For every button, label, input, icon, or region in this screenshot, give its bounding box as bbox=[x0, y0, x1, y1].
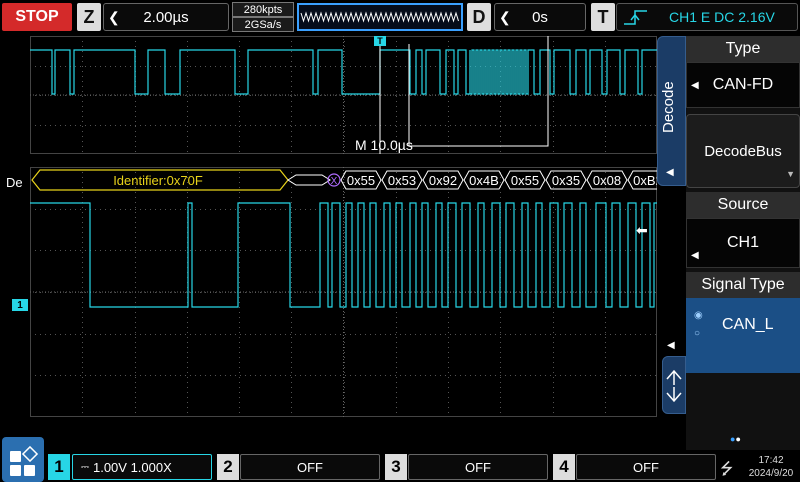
graticule bbox=[30, 36, 658, 155]
scroll-up-down-button[interactable] bbox=[662, 356, 686, 414]
type-title: Type bbox=[686, 36, 800, 62]
radio-selected-icon: ◉ bbox=[694, 310, 703, 321]
memory-overview-bar[interactable] bbox=[297, 3, 463, 31]
zoom-waveform-window[interactable]: Identifier:0x70F X 0x55 0x53 0x92 0x4B 0x55 0x3… bbox=[30, 167, 675, 418]
timebase-value: 2.00µs bbox=[143, 8, 189, 26]
decode-bus-dropdown-icon: ▼ bbox=[786, 169, 795, 179]
ch1-button[interactable]: 1 bbox=[48, 454, 70, 480]
decode-menu-tab[interactable]: Decode ◀ bbox=[657, 36, 686, 186]
cursor-arrow-icon: ⬅ bbox=[636, 222, 648, 238]
decode-byte-frame: 0x92 bbox=[422, 170, 464, 190]
signal-type-title: Signal Type bbox=[686, 272, 800, 298]
signal-type-selector[interactable]: ◉ ○ CAN_L bbox=[686, 298, 800, 373]
decode-bus-label: DecodeBus bbox=[704, 142, 782, 160]
svg-text:0x53: 0x53 bbox=[388, 173, 416, 188]
source-left-arrow-icon: ◀ bbox=[691, 250, 699, 261]
decode-byte-frame: 0x35 bbox=[545, 170, 587, 190]
home-menu-button[interactable] bbox=[2, 437, 44, 482]
ch2-button[interactable]: 2 bbox=[217, 454, 239, 480]
svg-text:X: X bbox=[331, 176, 338, 187]
decode-identifier-frame: Identifier:0x70F bbox=[31, 169, 289, 191]
rising-edge-icon bbox=[624, 10, 647, 25]
usb-icon: ⭍ bbox=[720, 461, 734, 478]
page-indicator: ●● bbox=[730, 434, 741, 444]
acquisition-info: 280kpts 2GSa/s bbox=[232, 2, 294, 32]
graticule bbox=[30, 167, 658, 418]
svg-text:0x92: 0x92 bbox=[429, 173, 457, 188]
home-grid-icon bbox=[10, 445, 39, 476]
delay-display[interactable]: ❮ 0s bbox=[494, 3, 586, 31]
svg-text:0x55: 0x55 bbox=[511, 173, 539, 188]
sample-rate: 2GSa/s bbox=[232, 17, 294, 32]
decode-menu-panel: Type ◀ CAN-FD DecodeBus ▼ Source ◀ CH1 S… bbox=[686, 36, 800, 450]
decode-byte-frame: 0x55 bbox=[340, 170, 382, 190]
clock-date: 2024/9/20 bbox=[748, 468, 794, 479]
source-selector[interactable]: ◀ CH1 bbox=[686, 218, 800, 268]
clock-time: 17:42 bbox=[758, 455, 784, 466]
ch1-main-trace bbox=[30, 49, 657, 95]
decode-byte-frame: 0xB2 bbox=[627, 170, 669, 190]
ch1-setting-value: 1.00V 1.000X bbox=[92, 459, 172, 475]
ch4-setting[interactable]: OFF bbox=[576, 454, 716, 480]
source-title: Source bbox=[686, 192, 800, 218]
zoom-waveform-graph: Identifier:0x70F X 0x55 0x53 0x92 0x4B 0x55 0x3… bbox=[30, 167, 675, 418]
source-value: CH1 bbox=[726, 234, 759, 251]
decode-tab-label: Decode bbox=[660, 81, 677, 133]
decode-marker-x: X bbox=[327, 173, 341, 187]
signal-type-value: CAN_L bbox=[722, 316, 774, 333]
zoom-button[interactable]: Z bbox=[77, 3, 101, 31]
ch1-ground-marker[interactable]: 1 bbox=[12, 299, 28, 311]
delay-value: 0s bbox=[532, 8, 548, 26]
radio-unselected-icon: ○ bbox=[694, 328, 701, 339]
timebase-left-arrow-icon: ❮ bbox=[108, 8, 120, 25]
type-left-arrow-icon: ◀ bbox=[691, 79, 699, 91]
ch1-zoom-trace bbox=[30, 202, 657, 308]
ch1-setting[interactable]: ⎓ 1.00V 1.000X bbox=[72, 454, 212, 480]
svg-text:0x4B: 0x4B bbox=[469, 173, 499, 188]
decode-bus-button[interactable]: DecodeBus ▼ bbox=[686, 114, 800, 188]
timebase-display[interactable]: ❮ 2.00µs bbox=[103, 3, 229, 31]
run-stop-button[interactable]: STOP bbox=[2, 3, 72, 31]
ch2-setting[interactable]: OFF bbox=[240, 454, 380, 480]
delay-button[interactable]: D bbox=[467, 3, 491, 31]
overview-waveform bbox=[300, 11, 459, 23]
type-selector[interactable]: ◀ CAN-FD bbox=[686, 62, 800, 108]
decode-crc-frame bbox=[287, 174, 331, 186]
type-value: CAN-FD bbox=[712, 76, 774, 93]
delay-left-arrow-icon: ❮ bbox=[499, 8, 511, 25]
clock: 17:42 2024/9/20 bbox=[742, 452, 800, 482]
page-dot-active-icon: ● bbox=[730, 434, 736, 444]
page-dot-icon: ● bbox=[735, 434, 741, 444]
top-bar: STOP Z ❮ 2.00µs 280kpts 2GSa/s D ❮ 0s T … bbox=[0, 0, 800, 34]
memory-depth: 280kpts bbox=[232, 2, 294, 17]
svg-text:0x35: 0x35 bbox=[552, 173, 580, 188]
main-waveform-graph: T bbox=[30, 36, 658, 155]
dc-coupling-icon: ⎓ bbox=[81, 461, 89, 473]
decode-byte-frame: 0x08 bbox=[586, 170, 628, 190]
decode-row-label: De bbox=[6, 175, 23, 190]
ch3-button[interactable]: 3 bbox=[385, 454, 407, 480]
collapse-arrow-icon: ◀ bbox=[666, 167, 674, 178]
decode-byte-frame: 0x55 bbox=[504, 170, 546, 190]
main-waveform-window[interactable]: T bbox=[30, 36, 658, 155]
ch4-button[interactable]: 4 bbox=[553, 454, 575, 480]
main-timebase-label: M 10.0µs bbox=[355, 137, 413, 153]
svg-text:0xB2: 0xB2 bbox=[633, 173, 657, 188]
trigger-display[interactable]: CH1 E DC 2.16V bbox=[616, 3, 798, 31]
svg-text:T: T bbox=[377, 36, 383, 46]
svg-text:0x08: 0x08 bbox=[593, 173, 621, 188]
trigger-button[interactable]: T bbox=[591, 3, 615, 31]
trigger-info: CH1 E DC 2.16V bbox=[669, 9, 775, 25]
decode-byte-frame: 0x4B bbox=[463, 170, 505, 190]
svg-text:Identifier:0x70F: Identifier:0x70F bbox=[113, 173, 203, 188]
trigger-marker-t: T bbox=[374, 36, 386, 46]
menu-left-arrow-icon: ◀ bbox=[667, 340, 675, 351]
zoom-window-bracket bbox=[408, 36, 549, 147]
ch3-setting[interactable]: OFF bbox=[408, 454, 548, 480]
svg-text:0x55: 0x55 bbox=[347, 173, 375, 188]
decode-byte-frame: 0x53 bbox=[381, 170, 423, 190]
up-down-arrows-icon bbox=[666, 369, 682, 403]
